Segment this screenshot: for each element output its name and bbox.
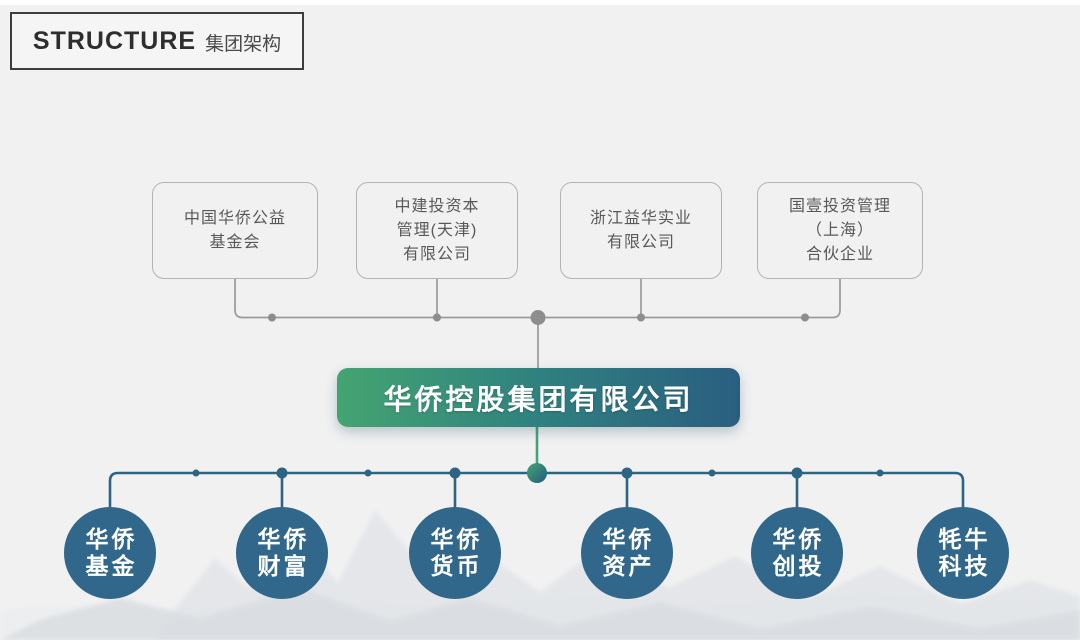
subsidiary-line: 财富 bbox=[257, 553, 310, 579]
parent-entity-line: 国壹投资管理 bbox=[788, 197, 891, 215]
subsidiary-circle: 华侨 资产 bbox=[581, 507, 673, 599]
parent-entity-box: 中国华侨公益 基金会 bbox=[152, 182, 318, 279]
subsidiary-line: 华侨 bbox=[772, 526, 825, 552]
subsidiary-circle: 牦牛 科技 bbox=[917, 507, 1009, 599]
subsidiary-line: 华侨 bbox=[85, 526, 138, 552]
parent-entity-line: （上海） bbox=[805, 221, 874, 239]
group-holding-box: 华侨控股集团有限公司 bbox=[337, 368, 740, 427]
parent-entity-line: 浙江益华实业 bbox=[589, 209, 692, 227]
section-title: STRUCTURE 集团架构 bbox=[10, 12, 304, 70]
subsidiary-line: 货币 bbox=[430, 553, 483, 579]
subsidiary-line: 资产 bbox=[602, 553, 655, 579]
parents-junction-dots bbox=[268, 310, 809, 325]
subsidiary-line: 华侨 bbox=[257, 526, 310, 552]
parent-entity-line: 合伙企业 bbox=[805, 245, 874, 263]
subsidiary-circle: 华侨 货币 bbox=[409, 507, 501, 599]
subsidiary-circle: 华侨 基金 bbox=[64, 507, 156, 599]
subsidiary-line: 基金 bbox=[85, 553, 138, 579]
subsidiary-line: 牦牛 bbox=[938, 526, 991, 552]
parent-entity-box: 浙江益华实业 有限公司 bbox=[560, 182, 722, 279]
center-hub-dot-top bbox=[530, 310, 546, 325]
top-white-strip bbox=[0, 0, 1080, 5]
parent-entity-line: 有限公司 bbox=[606, 233, 675, 251]
parent-entity-line: 有限公司 bbox=[402, 245, 471, 263]
parent-entity-box: 国壹投资管理 （上海） 合伙企业 bbox=[757, 182, 923, 279]
parent-entity-line: 基金会 bbox=[209, 233, 261, 251]
subsidiary-line: 创投 bbox=[772, 553, 825, 579]
subsidiary-circle: 华侨 财富 bbox=[236, 507, 328, 599]
parent-entity-box: 中建投资本 管理(天津) 有限公司 bbox=[356, 182, 518, 279]
subsidiaries-junction-dots bbox=[192, 463, 884, 483]
subsidiary-line: 科技 bbox=[938, 553, 991, 579]
section-title-zh: 集团架构 bbox=[205, 33, 282, 55]
section-title-en: STRUCTURE bbox=[32, 26, 197, 55]
parent-entity-line: 中国华侨公益 bbox=[183, 209, 286, 227]
parent-entity-line: 中建投资本 bbox=[394, 197, 480, 215]
group-holding-name: 华侨控股集团有限公司 bbox=[383, 383, 694, 415]
subsidiary-circle: 华侨 创投 bbox=[751, 507, 843, 599]
subsidiary-line: 华侨 bbox=[602, 526, 655, 552]
subsidiary-line: 华侨 bbox=[430, 526, 483, 552]
center-hub-dot-bottom bbox=[527, 463, 547, 483]
parent-entity-line: 管理(天津) bbox=[396, 221, 478, 239]
